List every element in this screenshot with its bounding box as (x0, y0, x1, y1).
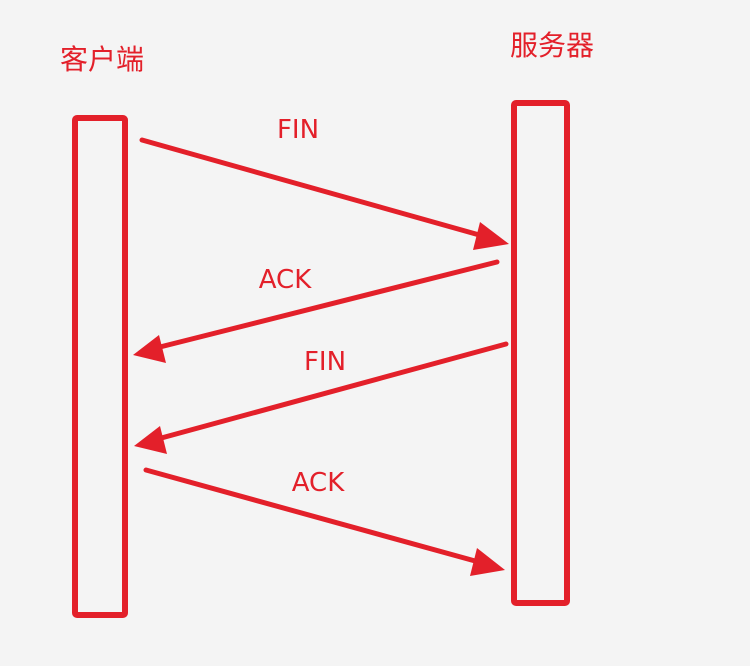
message-arrow-4 (143, 467, 505, 576)
message-label-1: FIN (277, 115, 319, 145)
message-arrow-4-head (470, 548, 505, 576)
message-label-3: FIN (304, 347, 346, 377)
message-arrow-2-head (133, 335, 166, 363)
message-label-2: ACK (259, 265, 312, 295)
client-lifeline-box (72, 115, 128, 618)
message-label-4: ACK (292, 468, 345, 498)
message-arrow-3 (134, 341, 509, 454)
message-arrow-4-line (143, 467, 489, 567)
message-arrow-1-line (139, 137, 493, 241)
server-lifeline-box (511, 100, 570, 606)
message-arrow-1 (139, 137, 509, 250)
message-arrow-2-line (149, 259, 500, 352)
server-label: 服务器 (510, 29, 594, 62)
message-arrow-3-line (151, 341, 509, 443)
message-arrow-3-head (134, 426, 167, 454)
message-arrow-1-head (473, 222, 509, 250)
client-label: 客户端 (60, 43, 144, 76)
message-arrow-2 (133, 259, 500, 363)
